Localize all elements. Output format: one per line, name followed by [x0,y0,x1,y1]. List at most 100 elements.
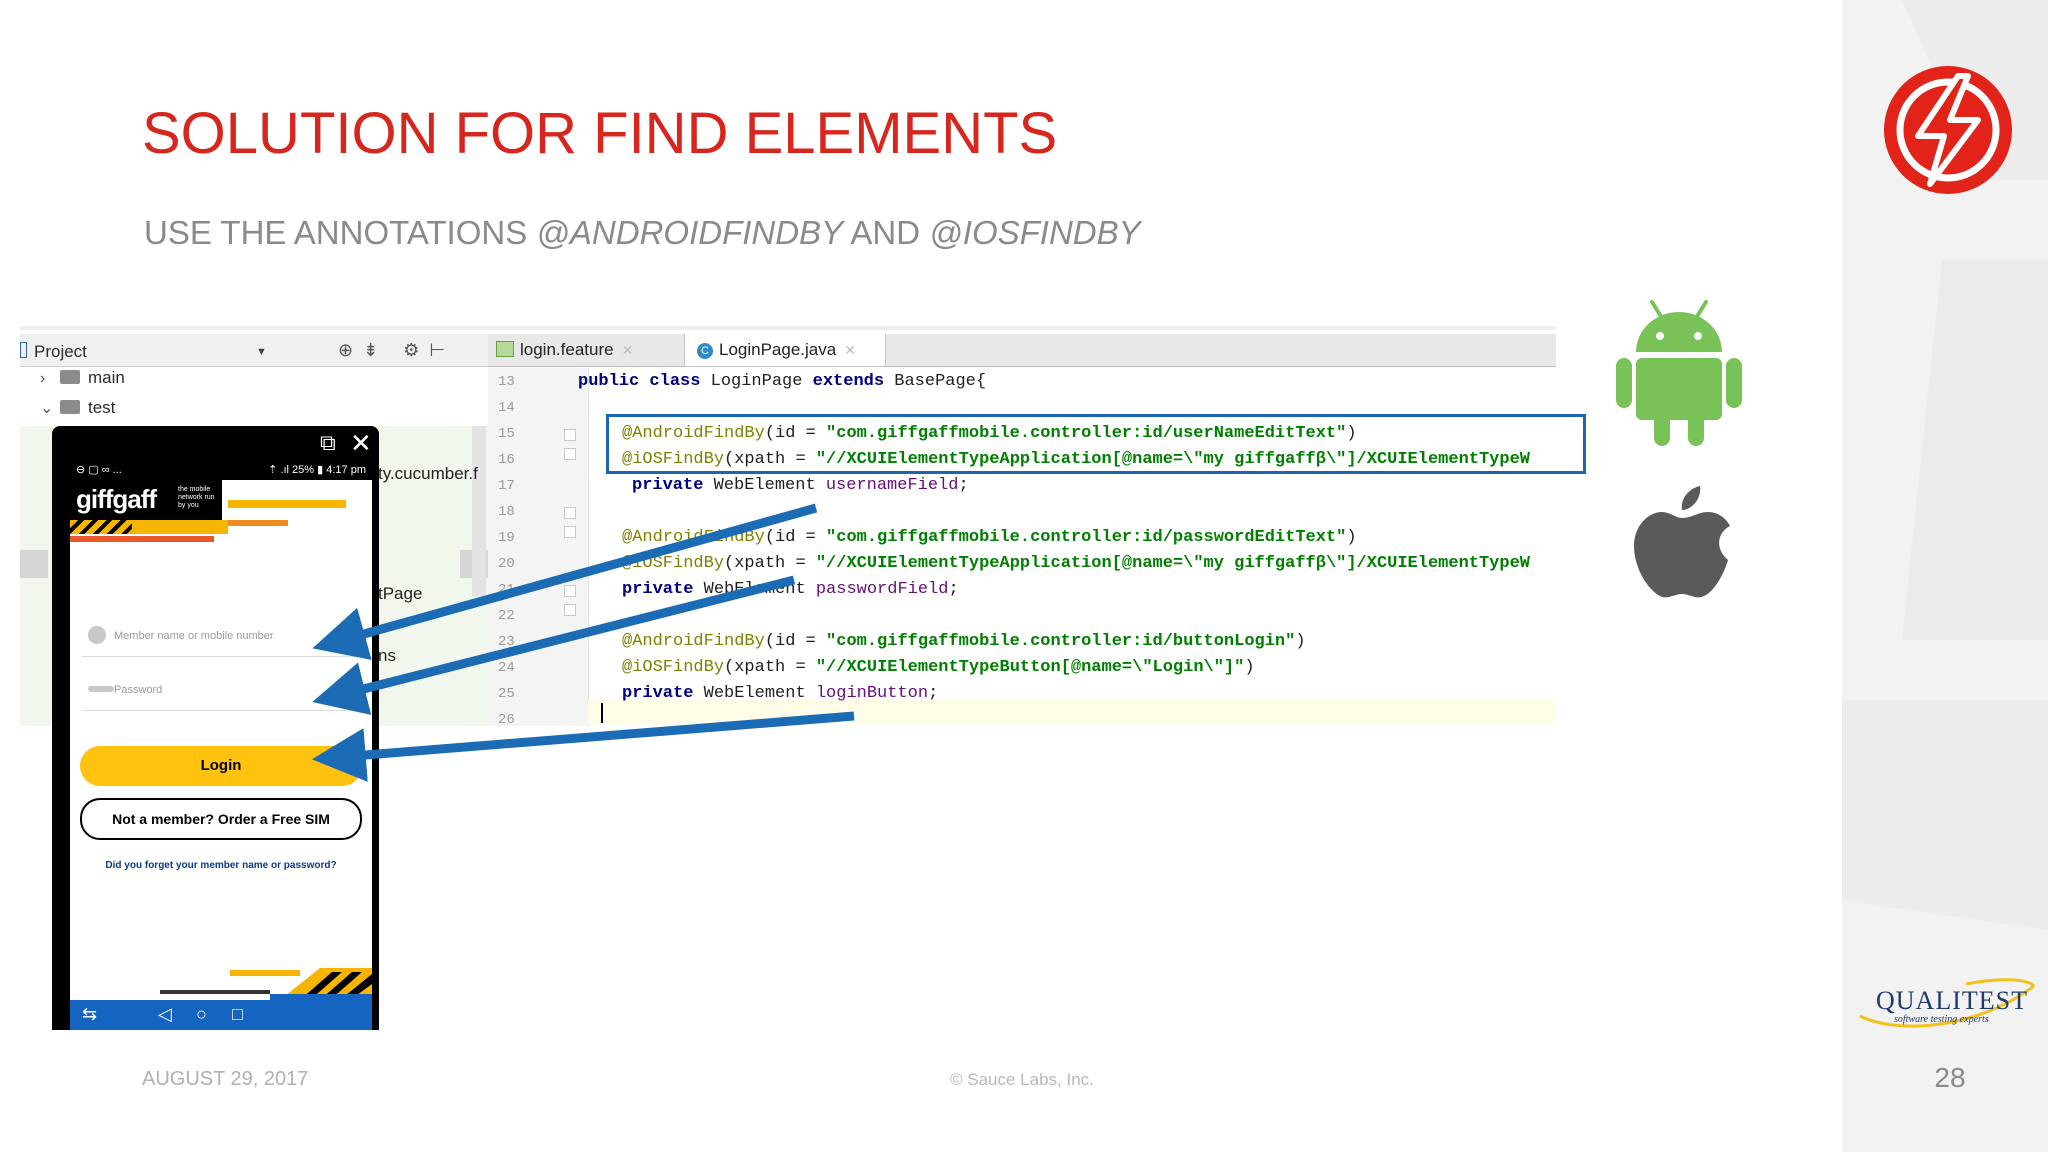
home-icon[interactable]: ○ [196,1004,207,1024]
giffgaff-logo: giffgaff [76,484,157,514]
brand-stripe [228,520,288,526]
feature-file-icon [496,341,514,357]
line-number: 14 [498,400,515,416]
phone-window: ⧉ ✕ ⊖ ▢ ∞ ... ⇡ .ıl 25% ▮ 4:17 pm giffga… [52,426,379,1030]
username-placeholder: Member name or mobile number [114,630,274,642]
close-icon[interactable]: ✕ [350,428,372,458]
slide-title: SOLUTION FOR FIND ELEMENTS [142,101,1058,166]
forgot-credentials-link[interactable]: Did you forget your member name or passw… [105,860,337,871]
arrow-to-password [312,575,796,715]
status-left: ⊖ ▢ ∞ ... [76,464,122,476]
line-number: 15 [498,426,515,442]
brand-tagline: the mobile network run by you [178,486,215,509]
code-line-21: private WebElement passwordField; [622,580,959,599]
line-number: 26 [498,712,515,728]
recents-icon[interactable]: □ [232,1004,243,1024]
ide-top-border [20,326,1556,330]
target-icon[interactable]: ⊕ [338,340,364,360]
chevron-right-icon[interactable]: › [40,370,46,387]
folder-icon [60,400,80,414]
subtitle-mid: AND [843,214,930,251]
brand-stripe [228,500,346,508]
sauce-labs-logo-icon [1884,66,2012,194]
brand-stripe [70,536,214,542]
password-field[interactable]: Password [82,670,364,711]
phone-window-titlebar: ⧉ ✕ [52,426,379,460]
code-line-17: private WebElement usernameField; [632,476,969,495]
tree-item-test[interactable]: ⌄ test [40,398,115,418]
tree-item-label: main [88,368,125,387]
tab-login-feature[interactable]: login.feature ✕ [496,334,646,366]
project-label[interactable]: Project [34,342,87,361]
giffgaff-header: giffgaff the mobile network run by you [70,480,372,572]
qualitest-name: QUALITEST [1876,986,2028,1015]
editor-tab-bar: login.feature ✕ C LoginPage.java ✕ [488,334,1556,367]
status-right: ⇡ .ıl 25% ▮ 4:17 pm [268,464,366,476]
line-number: 20 [498,556,515,572]
collapse-icon[interactable]: ⇟ [363,340,389,360]
text-caret [601,703,603,723]
tab-label: LoginPage.java [719,340,837,359]
line-number: 17 [498,478,515,494]
apple-icon [1634,486,1730,598]
subtitle-android-annotation: @ANDROIDFINDBY [536,214,844,251]
footer-copyright: © Sauce Labs, Inc. [950,1070,1094,1089]
chevron-down-icon[interactable]: ▼ [256,346,267,358]
username-field[interactable]: Member name or mobile number [82,616,364,657]
slide-number: 28 [1934,1062,1966,1093]
tab-label: login.feature [520,340,614,359]
fold-icon[interactable] [564,448,576,460]
fold-icon[interactable] [564,585,576,597]
line-number: 22 [498,608,515,624]
subtitle-prefix: USE THE ANNOTATIONS [144,214,537,251]
qualitest-swoosh-icon [1859,978,2036,1028]
slide-subtitle: USE THE ANNOTATIONS @ANDROIDFINDBY AND @… [144,214,1141,252]
android-nav-bar: ⇆ ◁ ○ □ [70,1000,372,1030]
line-number: 25 [498,686,515,702]
brand-stripe [70,520,132,534]
gear-icon[interactable]: ⚙ [403,340,430,360]
fold-icon[interactable] [564,429,576,441]
editor-gutter [488,368,589,726]
user-icon [88,626,106,644]
line-number: 13 [498,374,515,390]
project-panel-header: Project ▼ ⊕⇟ ⚙⊢ [20,334,488,367]
line-number: 24 [498,660,515,676]
external-link-icon[interactable]: ⧉ [320,430,336,455]
subtitle-ios-annotation: @IOSFINDBY [929,214,1141,251]
order-sim-button[interactable]: Not a member? Order a Free SIM [80,798,362,840]
hide-icon[interactable]: ⊢ [429,340,456,360]
project-icon [20,342,27,358]
fold-icon[interactable] [564,507,576,519]
brand-stripe [132,520,228,534]
brand-box: giffgaff the mobile network run by you [70,480,222,520]
qualitest-logo: QUALITEST software testing experts [1856,976,2038,1032]
project-scrollbar[interactable] [472,426,486,596]
phone-screen: ⊖ ▢ ∞ ... ⇡ .ıl 25% ▮ 4:17 pm giffgaff t… [70,460,372,1000]
footer-date: AUGUST 29, 2017 [142,1068,309,1090]
close-icon[interactable]: ✕ [621,342,634,358]
tree-item-main[interactable]: › main [40,368,125,388]
annotation-highlight-box [606,414,1586,474]
fold-icon[interactable] [564,604,576,616]
close-icon[interactable]: ✕ [844,342,856,358]
fold-icon[interactable] [564,526,576,538]
key-icon [88,686,114,692]
code-line-13: public class LoginPage extends BasePage{ [578,372,987,391]
project-toolbar: ⊕⇟ ⚙⊢ [338,340,455,361]
teamviewer-icon[interactable]: ⇆ [82,1004,98,1024]
chevron-down-icon[interactable]: ⌄ [40,400,54,417]
line-number: 23 [498,634,515,650]
code-line-16: @iOSFindBy(xpath = "//XCUIElementTypeApp… [622,450,1530,469]
code-line-15: @AndroidFindBy(id = "com.giffgaffmobile.… [622,424,1357,443]
tab-loginpage-java[interactable]: C LoginPage.java ✕ [684,334,886,366]
line-number: 19 [498,530,515,546]
code-line-25: private WebElement loginButton; [622,684,939,703]
tree-item-peek: ty.cucumber.f [378,464,478,483]
folder-icon [60,370,80,384]
android-icon [1616,300,1742,446]
class-icon: C [697,343,713,359]
tree-item-label: test [88,398,116,417]
back-icon[interactable]: ◁ [158,1004,172,1024]
